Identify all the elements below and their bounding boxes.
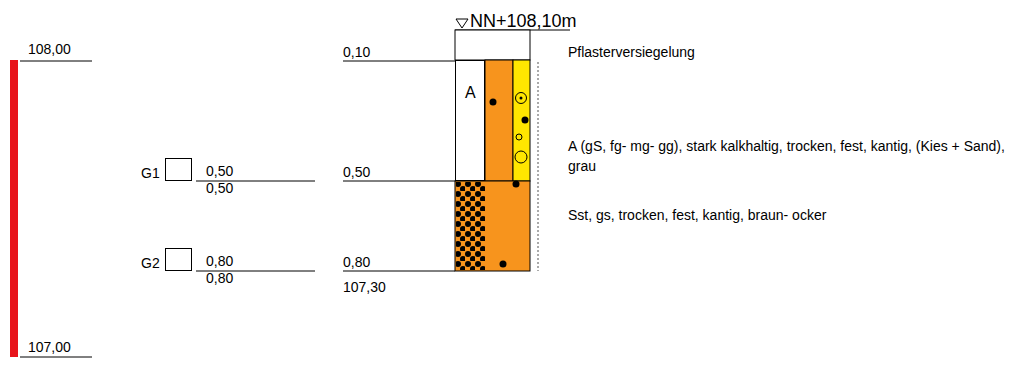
- layer-description: Pflasterversiegelung: [568, 42, 695, 62]
- gravel-circle: [515, 151, 527, 163]
- sandstone-layer: [455, 181, 530, 271]
- gravel-dot: [490, 99, 497, 106]
- gravel-dot: [513, 181, 520, 188]
- depth-label: 0,50: [206, 180, 233, 196]
- elevation-bar: [10, 60, 18, 357]
- gravel-dot: [500, 261, 507, 268]
- gravel-circle: [516, 134, 522, 140]
- elevation-label: NN+108,10m: [470, 11, 577, 31]
- sample-name: G1: [141, 165, 160, 181]
- elevation-label: 108,00: [28, 39, 71, 59]
- sample-box: G10,500,50: [165, 158, 192, 181]
- layer-code: A: [465, 85, 476, 101]
- depth-label: 0,10: [343, 42, 370, 62]
- sandstone-hatch: [456, 182, 485, 270]
- divider: [485, 181, 486, 271]
- depth-label: 0,80: [206, 253, 233, 269]
- elevation-label: 107,30: [343, 277, 386, 297]
- depth-label: 0,80: [343, 252, 370, 272]
- sample-box: G20,800,80: [165, 248, 192, 271]
- elevation-line: [20, 61, 92, 62]
- gravel-circle: [516, 93, 527, 104]
- dashed-line: [538, 62, 539, 271]
- depth-label: 0,50: [206, 163, 233, 179]
- pavement-layer: [455, 30, 530, 60]
- depth-line: [343, 271, 455, 272]
- layer-a-box: A: [455, 60, 485, 181]
- surface-triangle: [456, 19, 468, 28]
- layer-description: Sst, gs, trocken, fest, kantig, braun- o…: [568, 205, 826, 225]
- depth-label: 0,80: [206, 270, 233, 286]
- elevation-label: 107,00: [28, 337, 71, 357]
- layer-description: A (gS, fg- mg- gg), stark kalkhaltig, tr…: [568, 136, 1030, 176]
- depth-line: [343, 181, 455, 182]
- sample-name: G2: [141, 255, 160, 271]
- gravel-dot: [522, 117, 529, 124]
- depth-line: [343, 61, 455, 62]
- layer-a-orange: [485, 60, 513, 181]
- elevation-line: [20, 357, 92, 358]
- depth-label: 0,50: [343, 162, 370, 182]
- gravel-circle: [520, 97, 523, 100]
- layer-a-yellow: [513, 60, 530, 181]
